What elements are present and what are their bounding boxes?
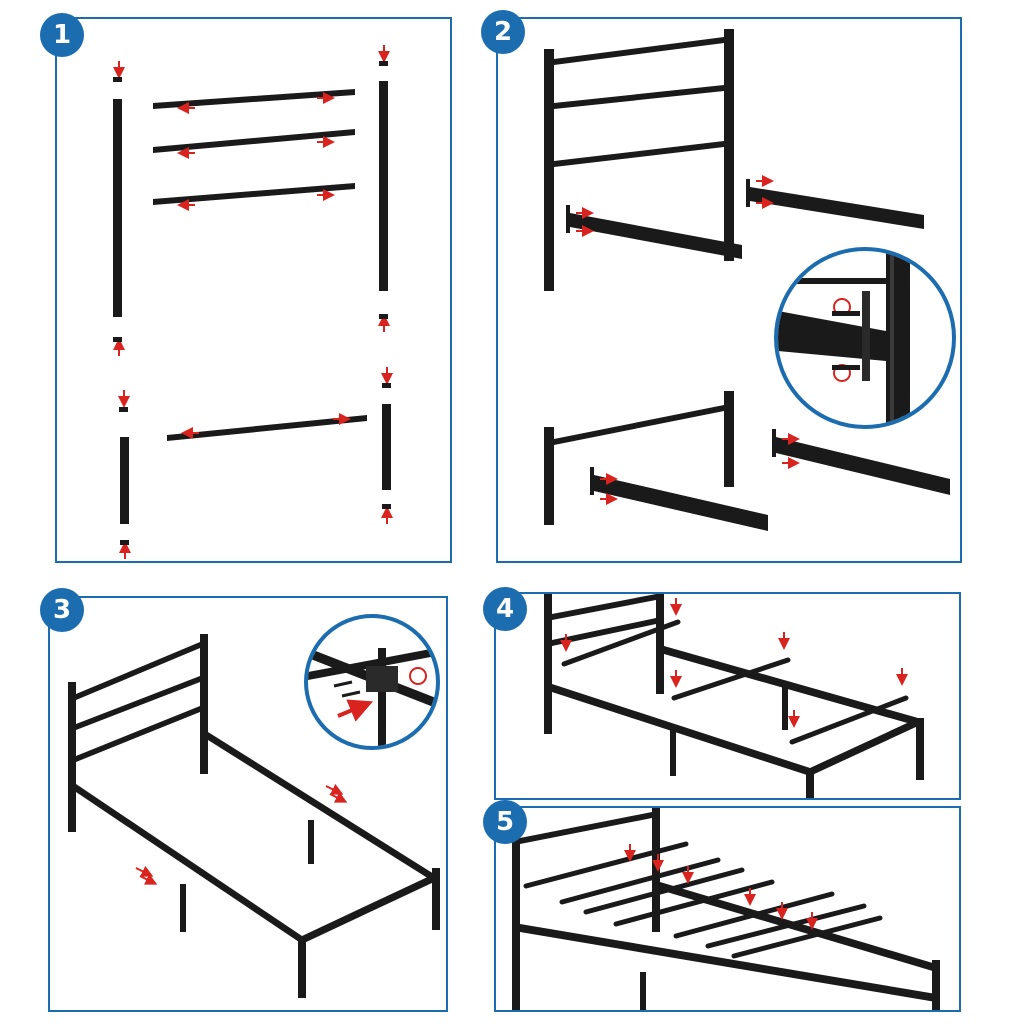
footboard-frame — [544, 391, 734, 525]
step-badge-5: 5 — [483, 800, 527, 844]
step-badge-3: 3 — [40, 588, 84, 632]
bolt-detail — [308, 648, 436, 746]
magnifier-zoom-circle — [774, 247, 956, 429]
right-upper-post — [379, 81, 388, 291]
footboard-rail — [167, 415, 367, 441]
red-arrow-icon — [113, 45, 393, 559]
slats — [561, 619, 909, 745]
step-badge-2: 2 — [481, 10, 525, 54]
step-badge-1: 1 — [40, 13, 84, 57]
side-rail-right-bottom — [776, 437, 950, 495]
step-4-panel — [494, 592, 961, 800]
step-badge-4: 4 — [483, 587, 527, 631]
bolt-detail — [778, 251, 910, 425]
red-arrow-icon — [624, 844, 818, 930]
step-2-illustration — [544, 29, 950, 531]
headboard-frame — [544, 29, 734, 291]
step-1-illustration — [113, 45, 393, 559]
red-arrow-icon — [177, 92, 335, 211]
rotate-arrow-icon — [409, 667, 427, 685]
left-lower-post — [120, 437, 129, 524]
step-3-panel — [48, 596, 448, 1012]
bed-frame — [512, 808, 940, 1010]
red-arrow-icon — [135, 783, 348, 885]
slats — [523, 841, 883, 959]
headboard-rails — [153, 89, 355, 205]
step-1-panel — [55, 17, 452, 563]
step-5-panel — [494, 806, 961, 1012]
step-2-panel — [496, 17, 962, 563]
right-lower-post — [382, 404, 391, 490]
side-rail-left-top — [570, 213, 742, 259]
red-arrow-icon — [337, 699, 374, 722]
side-rail-right-top — [750, 187, 924, 229]
left-upper-post — [113, 99, 122, 317]
bed-frame — [544, 594, 924, 798]
magnifier-zoom-circle — [304, 614, 440, 750]
red-arrow-icon — [560, 598, 908, 728]
step-3-illustration — [68, 634, 440, 998]
side-rail-left-bottom — [594, 475, 768, 531]
step-5-illustration — [512, 808, 940, 1010]
bed-frame — [68, 634, 440, 998]
step-4-illustration — [544, 594, 924, 798]
